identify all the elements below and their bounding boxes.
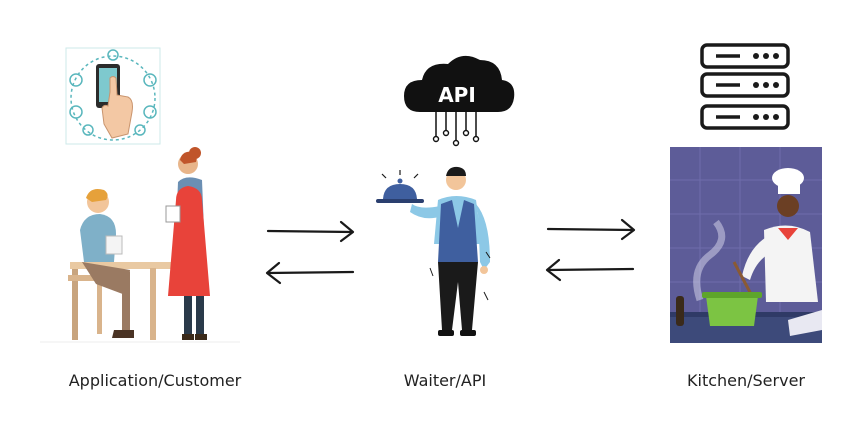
- arrow-left-right-pair: [545, 258, 635, 282]
- customer-illustration: [40, 147, 240, 343]
- label-application-customer: Application/Customer: [68, 371, 242, 390]
- label-kitchen-server: Kitchen/Server: [687, 371, 805, 390]
- api-badge-text: API: [438, 83, 476, 107]
- label-waiter-api: Waiter/API: [403, 371, 487, 390]
- smartphone-touch-icon: [65, 47, 161, 145]
- server-rack-icon: [700, 43, 790, 130]
- api-cloud-icon: API: [404, 55, 515, 147]
- arrow-left-left-pair: [265, 261, 355, 285]
- waiter-illustration: [376, 166, 491, 336]
- kitchen-chef-illustration: [670, 147, 822, 343]
- arrow-right-right-pair: [546, 218, 636, 241]
- arrow-right-left-pair: [266, 220, 355, 243]
